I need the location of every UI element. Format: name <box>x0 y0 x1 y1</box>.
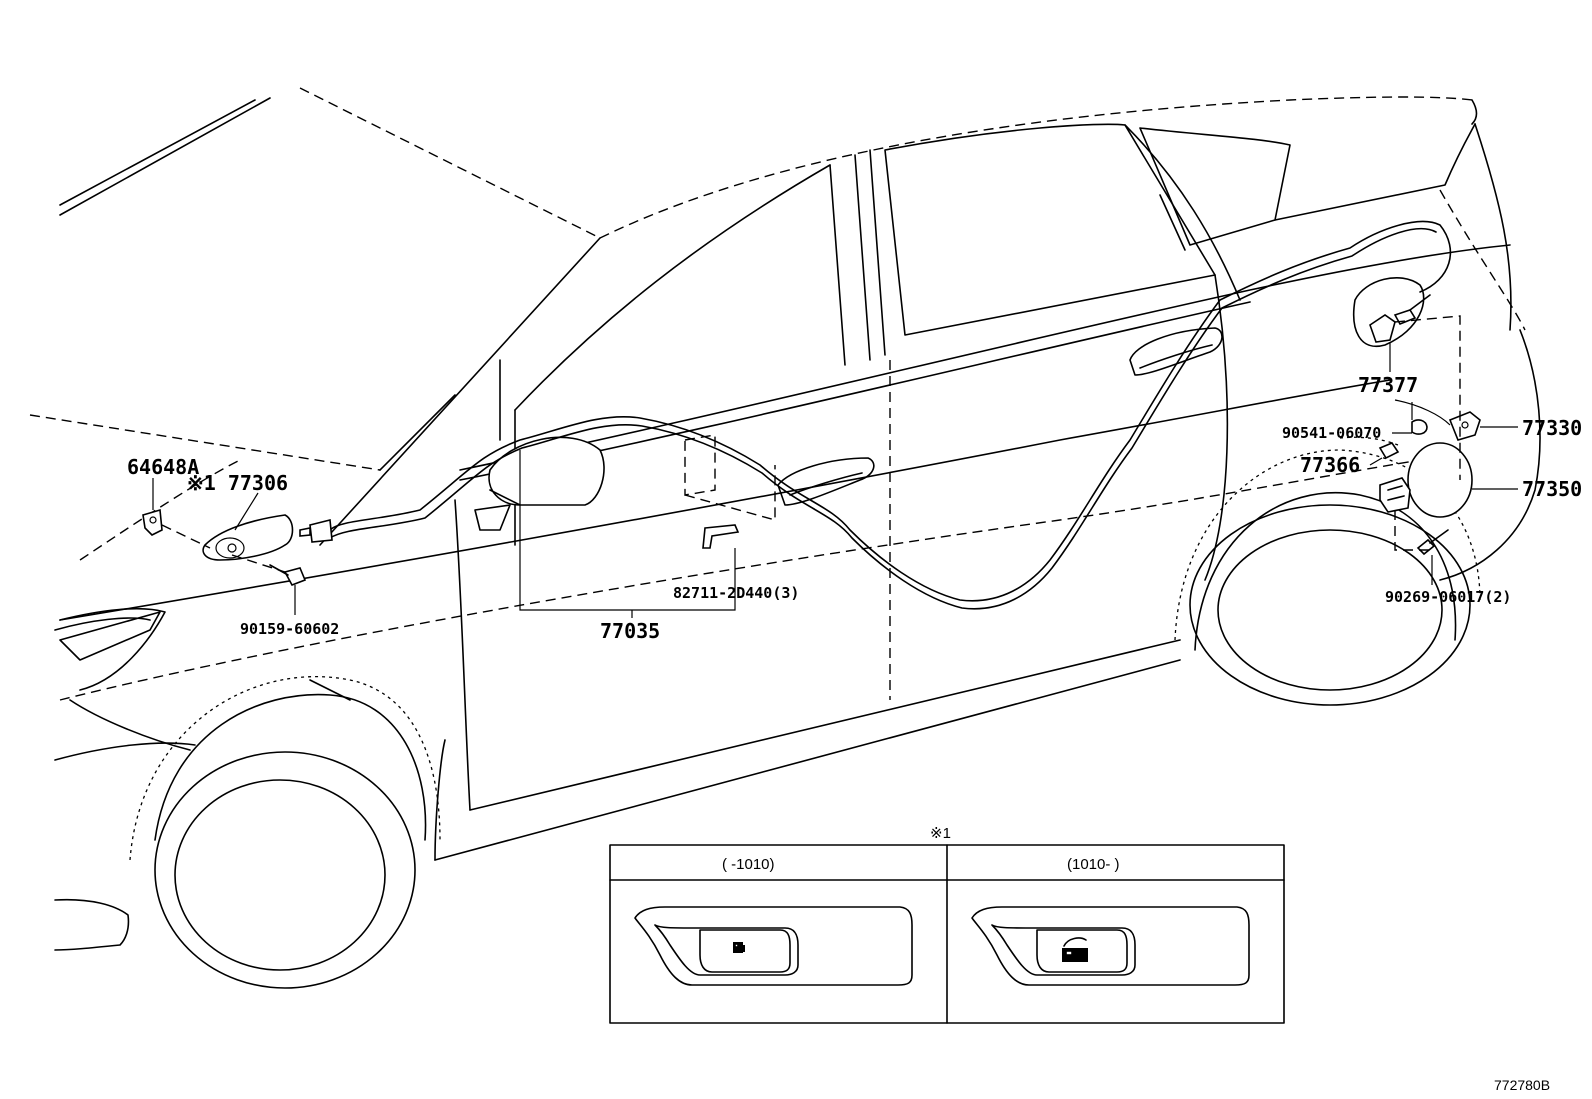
label-90541-06070: 90541-06070 <box>1282 424 1381 442</box>
front-door-handle <box>777 457 875 506</box>
part-77377-lock <box>1369 294 1431 343</box>
label-77035: 77035 <box>600 619 660 643</box>
part-77366 <box>1378 442 1400 460</box>
label-77306: ※1 77306 <box>187 471 288 495</box>
fuel-lid-hinge <box>1379 477 1411 513</box>
clamp-82711 <box>702 524 740 549</box>
part-77330 <box>1448 411 1481 441</box>
part-64648A-grommet <box>142 508 163 536</box>
variant-inset: ※1 ( -1010) (1010- ) <box>609 825 1285 1024</box>
diagram-reference-code: 772780B <box>1494 1077 1550 1093</box>
lever-variant-late <box>971 906 1250 986</box>
release-cable <box>309 220 1452 610</box>
opener-lever <box>202 514 294 561</box>
inset-left-header: ( -1010) <box>722 856 775 873</box>
label-77330: 77330 <box>1522 416 1582 440</box>
part-90541-stopper <box>1411 419 1428 435</box>
side-mirror <box>474 436 605 531</box>
label-90269-06017: 90269-06017(2) <box>1385 588 1511 606</box>
label-77366: 77366 <box>1300 453 1360 477</box>
label-77350: 77350 <box>1522 477 1582 501</box>
rear-door-handle <box>1129 327 1223 376</box>
label-77377: 77377 <box>1358 373 1418 397</box>
lever-variant-early <box>634 906 913 986</box>
screw-90159 <box>269 564 307 586</box>
label-64648A: 64648A <box>127 455 199 479</box>
part-77350-fuel-lid <box>1407 442 1473 518</box>
inset-right-header: (1010- ) <box>1067 856 1120 873</box>
inset-marker: ※1 <box>930 825 951 842</box>
leader-lines <box>152 342 1518 618</box>
label-90159-60602: 90159-60602 <box>240 620 339 638</box>
label-82711-2D440: 82711-2D440(3) <box>673 584 799 602</box>
